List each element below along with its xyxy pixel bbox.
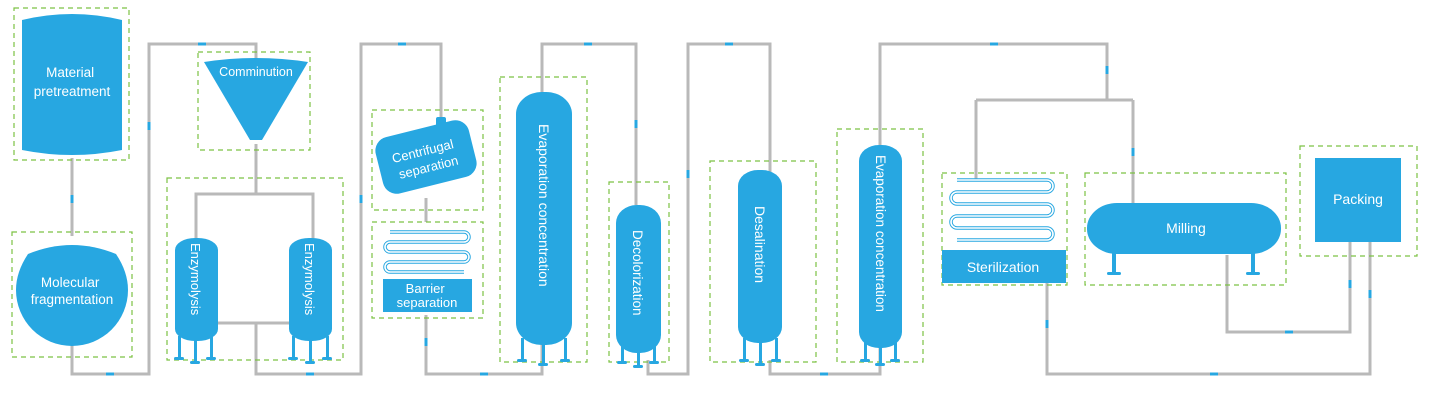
frame-barrier [371, 221, 484, 319]
centrifuge-icon [375, 117, 477, 194]
frame-enzymolysis [166, 177, 344, 361]
molecular-fragmentation-line2: fragmentation [31, 292, 114, 307]
barrier-separation-line1: Barrier [406, 281, 446, 296]
comminution-label: Comminution [219, 65, 293, 79]
sterilization-label-plate [942, 250, 1066, 283]
pipe-comminution-to-enzymolysis [194, 144, 258, 240]
enzymolysis-reactor-1: Enzymolysis [174, 238, 218, 364]
flow-arrow [990, 42, 998, 46]
frame-fragmentation [11, 231, 133, 358]
desalination-label: Desalination [752, 206, 768, 283]
flow-arrow [725, 42, 733, 46]
sterilizer: Sterilization [942, 178, 1066, 283]
enzymolysis-1-label: Enzymolysis [188, 243, 203, 316]
flow-arrow [1045, 320, 1049, 328]
pipe-milling-to-packing [1225, 242, 1352, 334]
frame-centrifuge [371, 109, 484, 211]
evaporator-2: Evaporation concentration [859, 145, 902, 366]
column-icon [516, 92, 572, 366]
flow-arrow [398, 42, 406, 46]
flow-arrow [584, 42, 592, 46]
material-pretreatment-line1: Material [46, 65, 94, 80]
dashed-frames [11, 7, 1418, 363]
flow-arrow [106, 372, 114, 376]
molecular-fragmentation-line1: Molecular [41, 275, 100, 290]
svg-text:Material pretreatment: Material pretreatment [34, 65, 111, 99]
evaporation-concentration-1-label: Evaporation concentration [536, 124, 552, 287]
evaporation-concentration-2-label: Evaporation concentration [873, 155, 888, 312]
decolorization-label: Decolorization [630, 230, 645, 316]
pipe-enzymolysis-split [256, 192, 315, 240]
column-icon [859, 145, 902, 366]
flow-arrow [306, 372, 314, 376]
flow-arrow [1105, 66, 1109, 74]
svg-text:Molecular fragmentation: Molecular fragmentation [31, 275, 114, 307]
tank-icon [22, 14, 122, 155]
flow-arrow [686, 170, 690, 178]
sphere-vessel-icon [16, 245, 128, 346]
pipe-enzymolysis-to-centrifuge [254, 42, 443, 376]
column-icon [738, 170, 782, 366]
horizontal-tank-icon [1087, 203, 1281, 275]
enzymolysis-reactor-2: Enzymolysis [288, 238, 332, 364]
flow-arrow [70, 195, 74, 203]
centrifuge: Centrifugal separation [375, 117, 477, 194]
flow-arrow [820, 372, 828, 376]
mill: Milling [1087, 203, 1281, 275]
box-icon [1315, 158, 1401, 242]
frame-comminution [197, 51, 311, 151]
pipe-desal-to-evaporator [768, 42, 1109, 376]
heat-exchanger-coil-icon [949, 178, 1055, 242]
comminution-funnel: Comminution [204, 58, 308, 140]
reactor-icon [174, 238, 218, 364]
flow-arrow [1348, 280, 1352, 288]
evaporator-1: Evaporation concentration [516, 92, 572, 366]
funnel-icon [204, 58, 308, 140]
flow-markers [70, 42, 1372, 376]
column-icon [616, 205, 661, 368]
flow-arrow [634, 120, 638, 128]
flow-arrow [1285, 330, 1293, 334]
frame-sterilizer [941, 172, 1068, 286]
barrier-label-plate [383, 279, 472, 312]
frame-milling [1084, 172, 1287, 286]
pipe-sterilizer-to-packing [1045, 242, 1372, 376]
molecular-fragmentation-vessel: Molecular fragmentation [16, 245, 128, 346]
flow-arrow [1368, 290, 1372, 298]
pipe-fragmentation-to-comminution [70, 42, 258, 376]
flow-arrow [480, 372, 488, 376]
reactor-icon [288, 238, 332, 364]
frame-desalination [709, 160, 817, 363]
packing-station: Packing [1315, 158, 1401, 242]
material-pretreatment-line2: pretreatment [34, 84, 111, 99]
flow-arrow [147, 122, 151, 130]
frame-pretreatment [13, 7, 130, 161]
flow-arrow [1131, 148, 1135, 156]
frame-packing [1299, 145, 1418, 257]
enzymolysis-2-label: Enzymolysis [302, 243, 317, 316]
milling-label: Milling [1166, 220, 1206, 236]
decolorization-column: Decolorization [616, 205, 661, 368]
material-pretreatment-tank: Material pretreatment [22, 14, 122, 155]
flow-arrow [424, 338, 428, 346]
flow-arrow [1210, 372, 1218, 376]
desalination-column: Desalination [738, 170, 782, 366]
pipe-decolor-to-desal [646, 42, 772, 376]
flow-arrow [198, 42, 206, 46]
sterilization-label: Sterilization [967, 259, 1039, 275]
svg-text:Barrier separation: Barrier separation [397, 281, 458, 310]
barrier-separation: Barrier separation [383, 230, 472, 312]
membrane-coil-icon [383, 230, 471, 274]
barrier-separation-line2: separation [397, 295, 458, 310]
packing-label: Packing [1333, 191, 1383, 207]
flow-arrow [359, 195, 363, 203]
